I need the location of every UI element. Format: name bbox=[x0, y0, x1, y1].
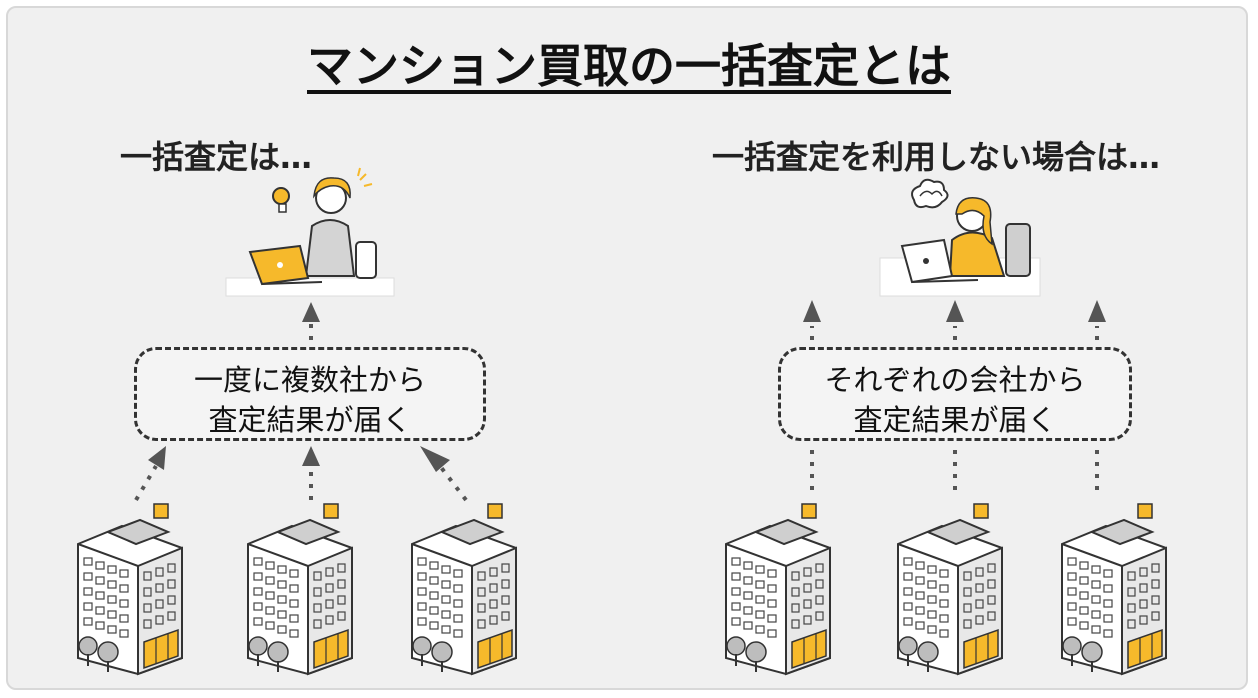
left-callout-box: 一度に複数社から 査定結果が届く bbox=[134, 347, 486, 441]
right-callout-line2: 査定結果が届く bbox=[853, 403, 1057, 437]
building-icon bbox=[77, 503, 183, 675]
right-worker-illustration bbox=[879, 178, 1041, 297]
page-title: マンション買取の一括査定とは bbox=[307, 39, 951, 93]
building-icon bbox=[411, 503, 517, 675]
stress-cloud-icon bbox=[911, 178, 949, 209]
left-callout-line1: 一度に複数社から bbox=[193, 363, 426, 397]
building-icon bbox=[725, 503, 831, 675]
lightbulb-icon bbox=[272, 187, 290, 213]
right-callout-line1: それぞれの会社から bbox=[824, 363, 1086, 397]
left-heading: 一括査定は… bbox=[120, 138, 313, 176]
right-heading: 一括査定を利用しない場合は… bbox=[712, 138, 1161, 176]
left-arrows bbox=[134, 302, 468, 502]
right-callout-box: それぞれの会社から 査定結果が届く bbox=[778, 347, 1132, 441]
left-worker-illustration bbox=[225, 167, 395, 297]
building-icon bbox=[1061, 503, 1167, 675]
building-icon bbox=[897, 503, 1003, 675]
building-icon bbox=[247, 503, 353, 675]
right-arrows bbox=[803, 300, 1106, 494]
left-callout-line2: 査定結果が届く bbox=[208, 403, 412, 437]
